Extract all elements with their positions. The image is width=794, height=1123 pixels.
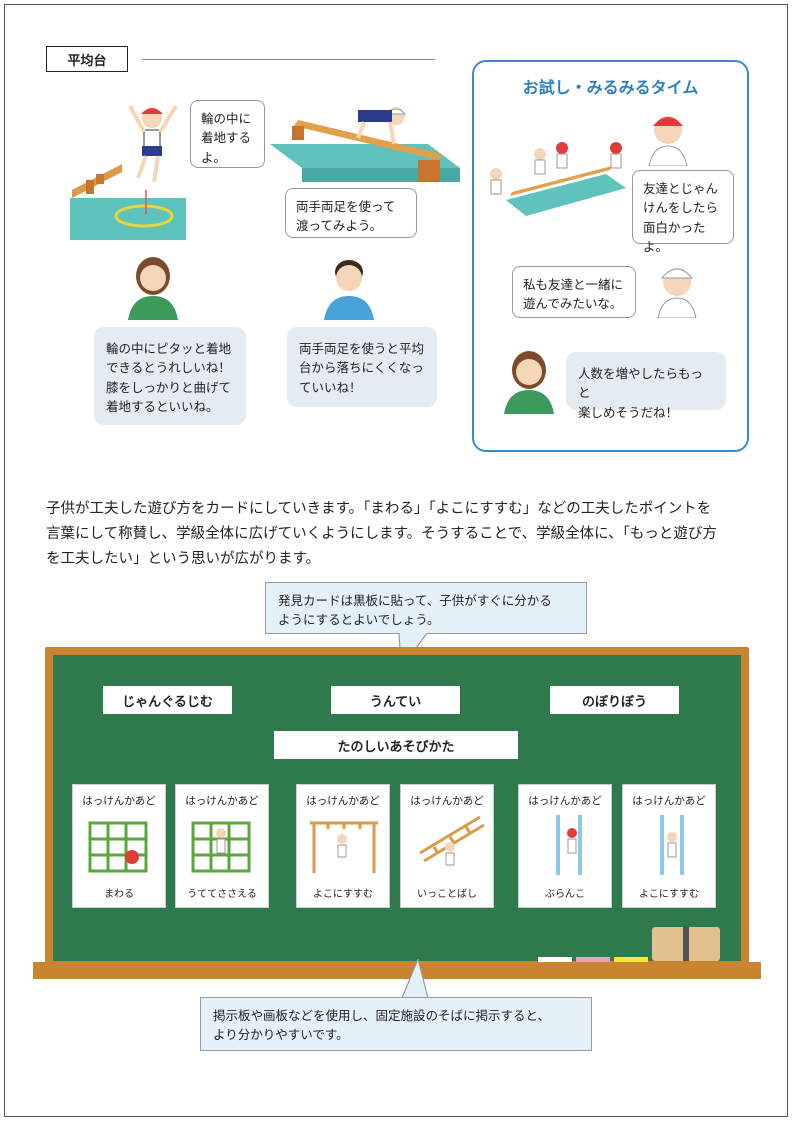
- teacher-bubble-landing: 輪の中にピタッと着地 できるとうれしいね！ 膝をしっかりと曲げて 着地するといい…: [94, 327, 246, 425]
- child-avatar-white-cap: [657, 268, 697, 318]
- card-caption: よこにすすむ: [638, 889, 700, 900]
- teacher-avatar-male: [324, 260, 374, 320]
- card-title: はっけんかあど: [632, 795, 706, 807]
- board-label-jungle-gym: じゃんぐるじむ: [103, 686, 232, 714]
- card-title: はっけんかあど: [306, 795, 380, 807]
- board-center-label: たのしいあそびかた: [274, 731, 518, 759]
- trial-child-bubble-janken: 友達とじゃん けんをしたら 面白かったよ。: [632, 170, 734, 254]
- card-caption: うててささえる: [187, 889, 257, 900]
- jungle-gym-icon: [191, 821, 251, 873]
- child-bubble-landing: 輪の中に 着地する よ。: [190, 100, 265, 168]
- discovery-card: はっけんかあど いっことばし: [400, 784, 494, 908]
- jungle-gym-icon: [88, 821, 148, 873]
- body-paragraph: 子供が工夫した遊び方をカードにしていきます。「まわる」「よこにすすむ」などの工夫…: [46, 501, 717, 567]
- child-bubble-crawl: 両手両足を使って 渡ってみよう。: [285, 188, 417, 238]
- card-caption: ぶらんこ: [545, 889, 585, 900]
- teacher-avatar-female: [128, 257, 178, 320]
- child-avatar-red-cap: [648, 116, 688, 166]
- teacher-bubble-crawl: 両手両足を使うと平均 台から落ちにくくなっ ていいね！: [287, 327, 437, 407]
- board-label-monkey-bars: うんてい: [331, 686, 460, 714]
- chalk-yellow: [614, 957, 648, 962]
- trial-teacher-avatar: [504, 351, 554, 414]
- callout-display-tip: 掲示板や画板などを使用し、固定施設のそばに掲示すると、 より分かりやすいです。: [200, 997, 592, 1051]
- trial-time-panel: [472, 60, 749, 452]
- illustration-beam-crawl: [270, 107, 460, 182]
- monkey-bars-icon: [310, 821, 378, 873]
- card-title: はっけんかあど: [82, 795, 156, 807]
- eraser-icon: [652, 927, 720, 961]
- board-label-climbing-pole: のぼりぼう: [550, 686, 679, 714]
- discovery-card: はっけんかあど まわる: [72, 784, 166, 908]
- trial-child-bubble-together: 私も友達と一緒に 遊んでみたいな。: [512, 266, 636, 318]
- monkey-bars-icon: [419, 815, 485, 866]
- page-frame: [4, 4, 788, 1117]
- trial-teacher-bubble: 人数を増やしたらもっと 楽しめそうだね！: [566, 352, 726, 420]
- discovery-card: はっけんかあど うててささえる: [175, 784, 269, 908]
- discovery-card: はっけんかあど よこにすすむ: [296, 784, 390, 908]
- climbing-pole-icon: [660, 815, 684, 875]
- blackboard-ledge: [33, 962, 761, 979]
- card-caption: いっことばし: [417, 889, 477, 900]
- section-divider: [142, 59, 435, 60]
- climbing-pole-icon: [556, 815, 582, 875]
- section-label: 平均台: [46, 46, 128, 72]
- card-title: はっけんかあど: [410, 795, 484, 807]
- trial-time-title: お試し・みるみるタイム: [522, 78, 699, 97]
- discovery-card: はっけんかあど よこにすすむ: [622, 784, 716, 908]
- discovery-card: はっけんかあど ぶらんこ: [518, 784, 612, 908]
- card-caption: まわる: [104, 889, 134, 900]
- chalk-white: [538, 957, 572, 962]
- callout-blackboard-tip: 発見カードは黒板に貼って、子供がすぐに分かる ようにするとよいでしょう。: [265, 582, 587, 634]
- callout-pointer: [401, 959, 429, 999]
- card-title: はっけんかあど: [528, 795, 602, 807]
- card-caption: よこにすすむ: [312, 889, 374, 900]
- card-title: はっけんかあど: [185, 795, 259, 807]
- illustration-jump-landing: [70, 104, 186, 240]
- illustration-beam-janken: [490, 142, 626, 216]
- chalk-pink: [576, 957, 610, 962]
